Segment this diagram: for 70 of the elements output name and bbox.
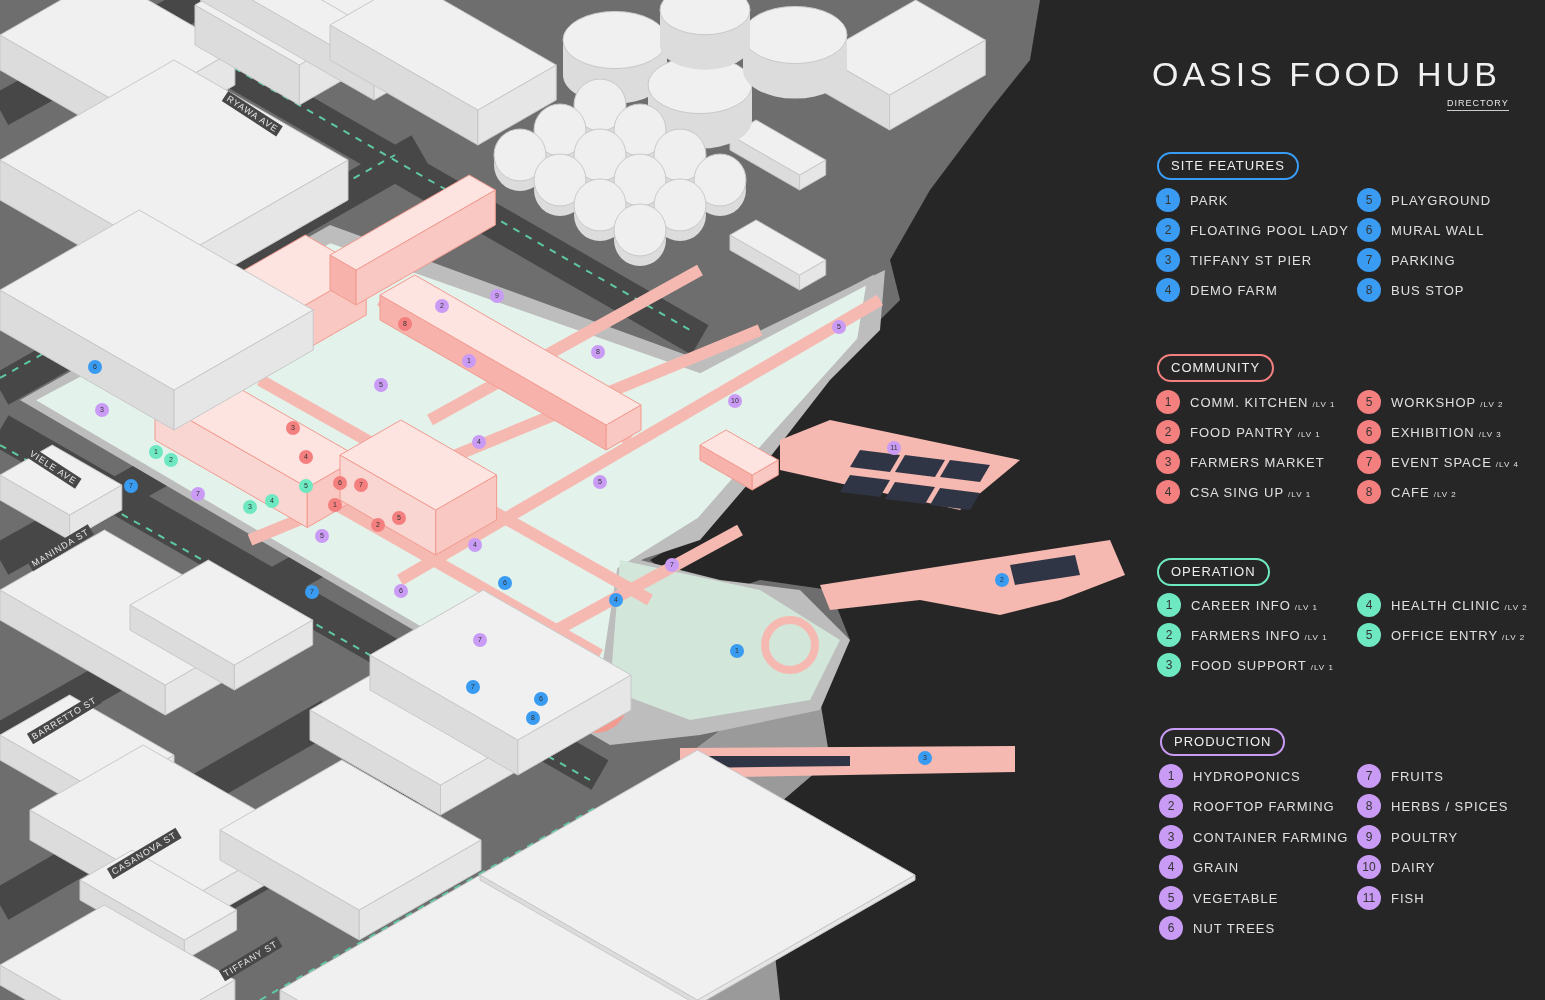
item-label: EXHIBITION /LV 3 [1391, 424, 1502, 440]
item-label: HEALTH CLINIC /LV 2 [1391, 597, 1528, 613]
number-marker: 9 [1357, 824, 1381, 849]
item-label: FISH [1391, 890, 1425, 906]
map-title: OASIS FOOD HUB [1152, 55, 1501, 94]
number-marker: 4 [1156, 480, 1180, 504]
number-marker: 8 [1357, 480, 1381, 504]
category-pill: PRODUCTION [1160, 728, 1286, 756]
number-marker: 8 [1357, 278, 1381, 302]
item-label: FOOD PANTRY /LV 1 [1190, 424, 1321, 440]
number-marker: 1 [1157, 593, 1181, 617]
number-marker: 11 [1357, 885, 1381, 910]
number-marker: 5 [1357, 623, 1381, 647]
number-marker: 2 [1156, 218, 1180, 242]
item-label: DAIRY [1391, 859, 1436, 875]
item-label: CAFE /LV 2 [1391, 484, 1457, 500]
number-marker: 2 [1159, 794, 1183, 819]
item-label: ROOFTOP FARMING [1193, 798, 1335, 814]
number-marker: 3 [1157, 653, 1181, 677]
item-label: CSA SING UP /LV 1 [1190, 484, 1312, 500]
number-marker: 1 [1159, 764, 1183, 788]
item-label: FRUITS [1391, 768, 1444, 784]
number-marker: 7 [1357, 450, 1381, 474]
number-marker: 1 [1156, 188, 1180, 212]
number-marker: 10 [1357, 855, 1381, 880]
item-label: WORKSHOP /LV 2 [1391, 394, 1504, 410]
number-marker: 3 [1159, 824, 1183, 849]
item-label: PARKING [1391, 252, 1456, 268]
number-marker: 7 [1357, 764, 1381, 788]
item-label: FARMERS MARKET [1190, 454, 1325, 470]
item-label: VEGETABLE [1193, 890, 1279, 906]
item-label: FLOATING POOL LADY [1190, 222, 1349, 238]
number-marker: 5 [1357, 390, 1381, 414]
item-label: DEMO FARM [1190, 282, 1278, 298]
category-pill: COMMUNITY [1157, 354, 1275, 382]
item-label: NUT TREES [1193, 920, 1276, 936]
item-label: POULTRY [1391, 829, 1459, 845]
number-marker: 4 [1156, 278, 1180, 302]
subtitle: DIRECTORY [1447, 98, 1509, 111]
item-label: PARK [1190, 192, 1229, 208]
number-marker: 3 [1156, 450, 1180, 474]
item-label: EVENT SPACE /LV 4 [1391, 454, 1519, 470]
item-label: MURAL WALL [1391, 222, 1485, 238]
category-pill: SITE FEATURES [1157, 152, 1299, 180]
number-marker: 1 [1156, 390, 1180, 414]
item-label: GRAIN [1193, 859, 1240, 875]
item-label: FARMERS INFO /LV 1 [1191, 627, 1328, 643]
item-label: CAREER INFO /LV 1 [1191, 597, 1318, 613]
item-label: CONTAINER FARMING [1193, 829, 1349, 845]
item-label: OFFICE ENTRY /LV 2 [1391, 627, 1526, 643]
number-marker: 8 [1357, 794, 1381, 819]
item-label: BUS STOP [1391, 282, 1465, 298]
number-marker: 2 [1157, 623, 1181, 647]
item-label: HYDROPONICS [1193, 768, 1301, 784]
item-label: COMM. KITCHEN /LV 1 [1190, 394, 1336, 410]
item-label: FOOD SUPPORT /LV 1 [1191, 657, 1334, 673]
item-label: PLAYGROUND [1391, 192, 1492, 208]
number-marker: 5 [1159, 885, 1183, 910]
number-marker: 4 [1357, 593, 1381, 617]
number-marker: 6 [1159, 916, 1183, 940]
number-marker: 6 [1357, 218, 1381, 242]
number-marker: 3 [1156, 248, 1180, 272]
number-marker: 6 [1357, 420, 1381, 444]
number-marker: 4 [1159, 855, 1183, 880]
number-marker: 2 [1156, 420, 1180, 444]
item-label: TIFFANY ST PIER [1190, 252, 1313, 268]
category-pill: OPERATION [1157, 558, 1270, 586]
number-marker: 7 [1357, 248, 1381, 272]
number-marker: 5 [1357, 188, 1381, 212]
item-label: HERBS / SPICES [1391, 798, 1509, 814]
